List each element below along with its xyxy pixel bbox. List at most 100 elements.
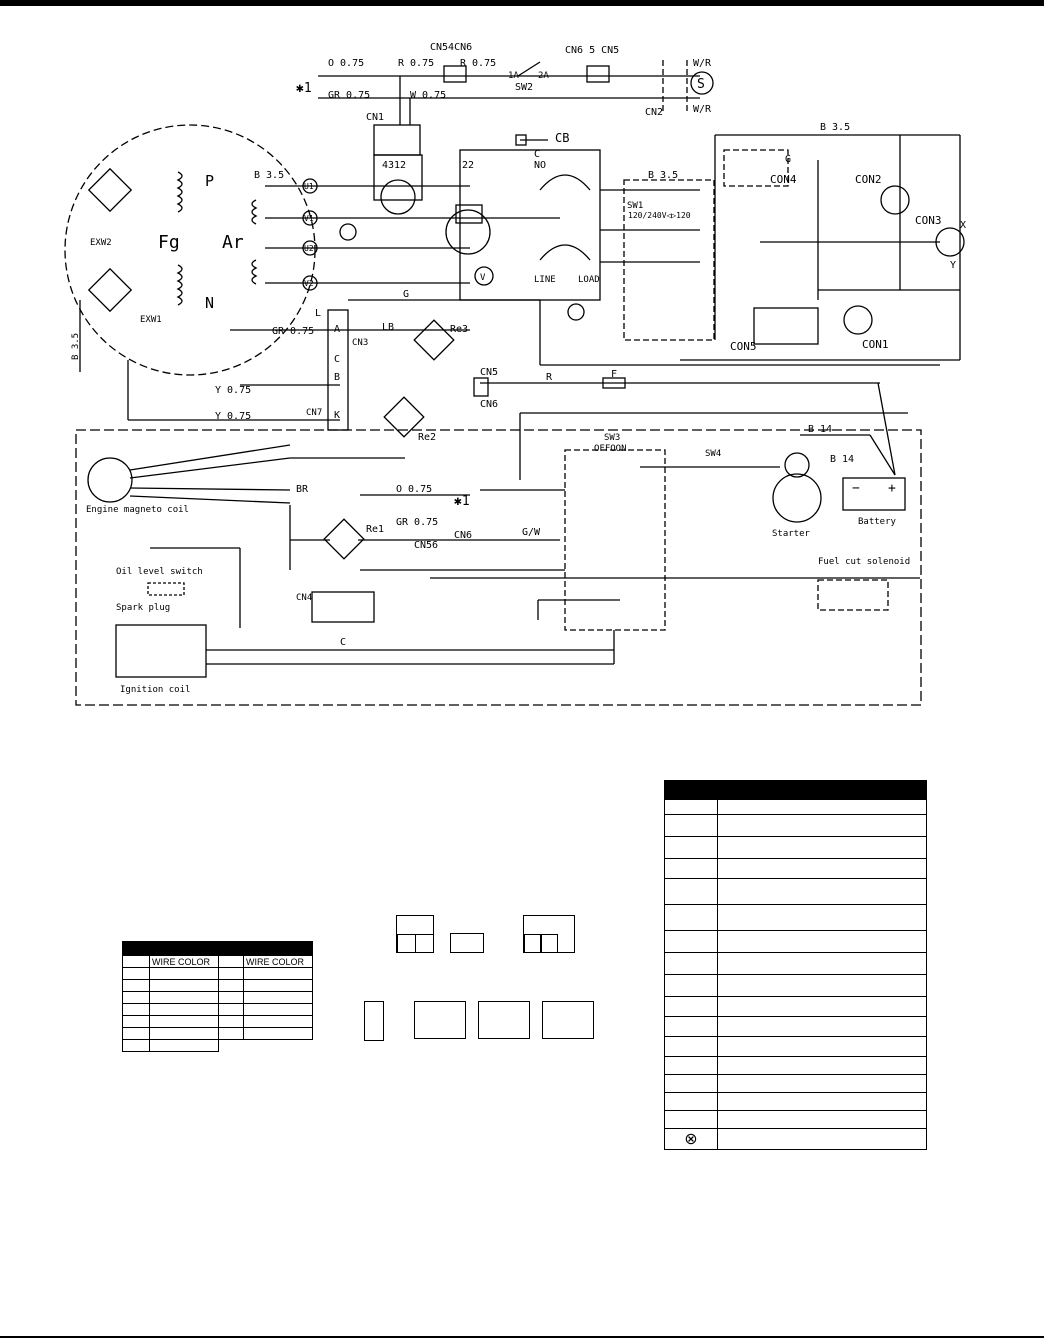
capacitor-c: C	[340, 637, 346, 648]
terminal-u1: U1	[304, 182, 314, 191]
rectifier-re3: Re3	[450, 324, 468, 335]
table-row	[122, 979, 313, 992]
winding-p: P	[205, 172, 214, 190]
pin-c: C	[334, 354, 340, 365]
outlet-con4: CON4	[770, 173, 797, 186]
wire-label-b35-gen: B 3.5	[254, 170, 284, 181]
table-row	[122, 1039, 313, 1052]
wire-label-g: G	[403, 289, 409, 300]
table-row	[664, 1036, 927, 1057]
table-row	[664, 996, 927, 1017]
table-row	[664, 878, 927, 905]
sw3-off-on: OFFOON	[594, 444, 627, 454]
cb-c: C	[534, 149, 540, 160]
label-l: L	[315, 308, 321, 319]
oil-level-switch: Oil level switch	[116, 567, 203, 577]
battery-minus: −	[852, 481, 860, 496]
terminal-v1: V1	[304, 214, 314, 223]
field-fg: Fg	[158, 232, 180, 253]
wire-label-r: R	[546, 372, 553, 383]
fuel-cut-solenoid: Fuel cut solenoid	[818, 557, 910, 567]
wire-label-lb: LB	[382, 322, 394, 333]
connector-4pin	[396, 915, 434, 953]
outlet-con3: CON3	[915, 214, 942, 227]
table-row	[664, 836, 927, 859]
connector-1pin	[364, 1001, 384, 1041]
table-row	[664, 858, 927, 879]
wire-label-gw: G/W	[522, 527, 541, 538]
switch-sw4: SW4	[705, 449, 721, 459]
symbol-legend-table: ⊗	[664, 780, 927, 1150]
wire-label-b35-right: B 3.5	[820, 122, 850, 133]
wire-label-y075a: Y 0.75	[215, 385, 251, 396]
pin-k: K	[334, 410, 340, 421]
table-row	[664, 1056, 927, 1075]
outlet-con5: CON5	[730, 340, 757, 353]
wire-label-o075: O 0.75	[328, 58, 364, 69]
armature-ar: Ar	[222, 232, 244, 253]
connector-cn1: CN1	[366, 112, 384, 123]
wire-label-b14a: B 14	[808, 424, 832, 435]
terminal-2a: 2A	[538, 71, 549, 81]
switch-sw2: SW2	[515, 82, 533, 93]
battery-plus: +	[888, 481, 896, 496]
table-row	[122, 991, 313, 1004]
sw1-range: 120/240V◁▷120	[628, 211, 691, 220]
table-row	[664, 1016, 927, 1037]
wire-label-gr075: GR 0.75	[328, 90, 370, 101]
wire-color-table: WIRE COLOR WIRE COLOR	[122, 941, 313, 1052]
wire-label-br: BR	[296, 484, 309, 495]
connector-cn3: CN3	[352, 338, 368, 348]
switch-sw1: SW1	[627, 201, 643, 211]
wire-label-r075b: R 0.75	[460, 58, 496, 69]
note-star1-top: ✱1	[296, 81, 312, 96]
fuse-f: F	[611, 369, 617, 380]
connector-cn6-engine: CN6	[454, 530, 472, 541]
wc-header-0	[122, 955, 150, 968]
table-row	[664, 814, 927, 837]
con4-g: G	[785, 154, 791, 165]
starter: Starter	[772, 529, 811, 539]
breaker-line: LINE	[534, 275, 556, 285]
con3-y: Y	[950, 260, 956, 271]
outlet-con1: CON1	[862, 338, 889, 351]
wire-label-gr075-engine: GR 0.75	[396, 517, 438, 528]
wire-label-o075-engine: O 0.75	[396, 484, 432, 495]
table-row	[122, 1015, 313, 1028]
wire-label-b35-ground: B 3.5	[71, 333, 81, 360]
pin-a: A	[334, 324, 340, 335]
wire-label-y075b: Y 0.75	[215, 411, 251, 422]
connector-shapes	[360, 905, 600, 1045]
table-row	[664, 974, 927, 997]
sensor-s: S	[697, 77, 705, 92]
table-row	[122, 1003, 313, 1016]
wire-label-wr-top: W/R	[693, 58, 712, 69]
rectifier-re1: Re1	[366, 524, 384, 535]
note-star1-engine: ✱1	[454, 494, 470, 509]
con3-x: X	[960, 220, 966, 231]
cb-no: NO	[534, 160, 546, 171]
connector-cn2: CN2	[645, 107, 663, 118]
terminal-v2: V2	[304, 279, 314, 288]
table-row	[122, 1027, 313, 1040]
connector-6pin-b	[414, 1001, 466, 1039]
outlet-con2: CON2	[855, 173, 882, 186]
connector-6pin-d	[542, 1001, 594, 1039]
connector-cn56: CN56	[414, 540, 438, 551]
wire-label-b14b: B 14	[830, 454, 854, 465]
connector-cn54-cn6: CN54CN6	[430, 42, 472, 53]
spark-plug: Spark plug	[116, 603, 170, 613]
exciter-exw1: EXW1	[140, 315, 162, 325]
connector-cn4: CN4	[296, 593, 312, 603]
table-row	[664, 799, 927, 815]
table-row	[664, 1092, 927, 1111]
winding-n: N	[205, 294, 214, 312]
table-row	[664, 1110, 927, 1129]
wire-label-gr075-mid: GR 0.75	[272, 326, 314, 337]
connector-2pin	[450, 933, 484, 953]
wire-label-b35-panel: B 3.5	[648, 170, 678, 181]
ignition-coil: Ignition coil	[120, 685, 190, 695]
wc-header-3: WIRE COLOR	[243, 955, 313, 968]
table-row	[664, 930, 927, 953]
lamp-icon: ⊗	[664, 1128, 718, 1150]
